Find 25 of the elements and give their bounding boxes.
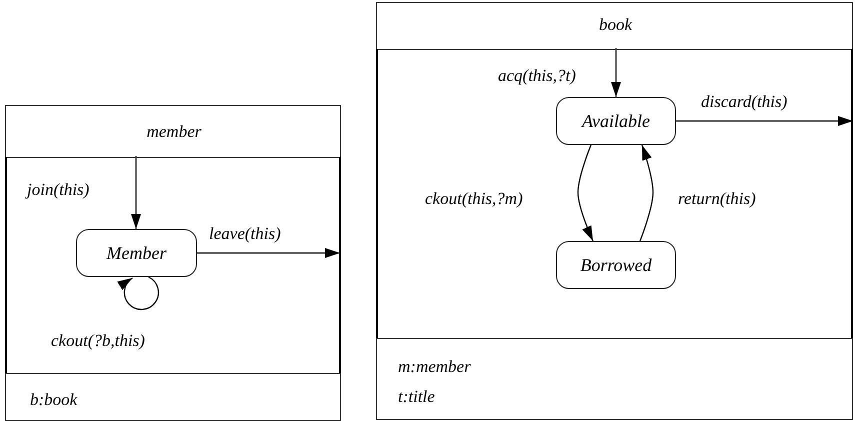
edge-label: ckout(?b,this): [50, 332, 146, 349]
state-name: Borrowed: [580, 254, 652, 276]
transition-arrow: [117, 276, 159, 310]
transition-arrow: [577, 144, 594, 242]
transition-arrow: [639, 144, 654, 242]
transition-arrow: [197, 248, 340, 258]
declaration-text: t:title: [398, 388, 435, 405]
state-box: [556, 241, 676, 289]
edge-label: join(this): [26, 181, 90, 198]
transition-arrow: [611, 48, 621, 97]
state-box: [556, 97, 676, 145]
class-name: book: [598, 16, 634, 33]
transition-arrow: [131, 156, 141, 229]
declaration-text: b:book: [30, 391, 78, 408]
class-name: member: [146, 123, 202, 140]
edge-label: discard(this): [700, 93, 788, 110]
edge-label: leave(this): [208, 225, 282, 242]
state-name: Available: [582, 110, 650, 132]
edge-label: return(this): [677, 190, 757, 207]
transition-arrow: [676, 116, 853, 126]
declaration-text: m:member: [398, 358, 471, 375]
edge-label: ckout(this,?m): [424, 190, 524, 207]
state-box: [76, 229, 197, 277]
edge-label: acq(this,?t): [497, 67, 577, 84]
state-name: Member: [106, 242, 166, 264]
